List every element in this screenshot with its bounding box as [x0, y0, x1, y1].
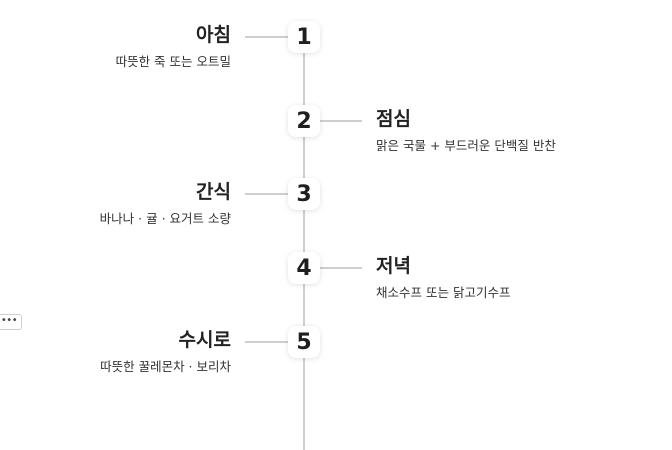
step-description: 채소수프 또는 닭고기수프: [376, 285, 511, 300]
connector-line: [245, 341, 288, 343]
step-number-badge: 2: [288, 105, 320, 137]
connector-line: [245, 193, 288, 195]
step-title: 수시로: [178, 329, 231, 351]
step-number-badge: 1: [288, 21, 320, 53]
step-description: 맑은 국물 + 부드러운 단백질 반찬: [376, 138, 556, 153]
step-title: 점심: [376, 108, 411, 130]
step-number-badge: 5: [288, 326, 320, 358]
step-description: 따뜻한 죽 또는 오트밀: [115, 54, 231, 69]
step-title: 간식: [196, 181, 231, 203]
step-title: 아침: [196, 24, 231, 46]
more-dots-icon[interactable]: •••: [0, 314, 22, 330]
step-number-badge: 3: [288, 178, 320, 210]
connector-line: [320, 267, 362, 269]
step-description: 따뜻한 꿀레몬차 · 보리차: [100, 359, 231, 374]
connector-line: [320, 120, 362, 122]
timeline-line: [303, 37, 305, 450]
connector-line: [245, 36, 288, 38]
step-number-badge: 4: [288, 252, 320, 284]
step-title: 저녁: [376, 255, 411, 277]
step-description: 바나나 · 귤 · 요거트 소량: [99, 211, 231, 226]
